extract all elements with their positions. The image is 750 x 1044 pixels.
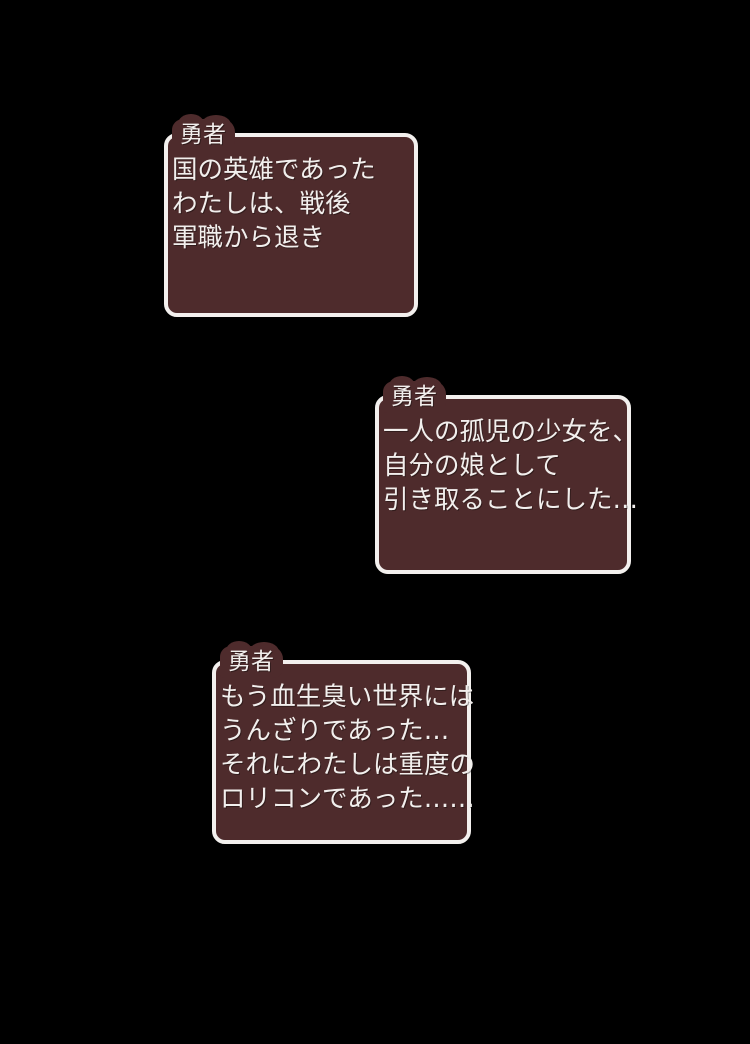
speaker-name: 勇者: [391, 384, 437, 410]
speaker-name-tag: 勇者: [172, 114, 235, 151]
dialogue-line: 一人の孤児の少女を、: [383, 417, 639, 447]
dialogue-line: 軍職から退き: [172, 223, 326, 253]
dialogue-text: もう血生臭い世界には うんざりであった… それにわたしは重度の ロリコンであった…: [220, 680, 476, 816]
dialogue-line: それにわたしは重度の: [220, 750, 476, 780]
dialogue-line: わたしは、戦後: [172, 189, 351, 219]
dialogue-line: うんざりであった…: [220, 716, 450, 746]
dialogue-box[interactable]: 勇者 もう血生臭い世界には うんざりであった… それにわたしは重度の ロリコンで…: [212, 641, 476, 844]
dialogue-text: 国の英雄であった わたしは、戦後 軍職から退き: [172, 153, 410, 255]
speaker-name: 勇者: [228, 649, 274, 675]
dialogue-line: 自分の娘として: [383, 451, 561, 481]
speaker-name: 勇者: [180, 122, 226, 148]
dialogue-line: 引き取ることにした…: [383, 485, 639, 515]
dialogue-text: 一人の孤児の少女を、 自分の娘として 引き取ることにした…: [383, 415, 639, 517]
dialogue-line: 国の英雄であった: [172, 155, 376, 185]
speaker-name-tag: 勇者: [383, 376, 446, 413]
speaker-name-tag: 勇者: [220, 641, 283, 678]
dialogue-box[interactable]: 勇者 一人の孤児の少女を、 自分の娘として 引き取ることにした…: [375, 376, 639, 574]
dialogue-box[interactable]: 勇者 国の英雄であった わたしは、戦後 軍職から退き: [164, 114, 418, 317]
dialogue-line: ロリコンであった……: [220, 784, 475, 814]
dialogue-line: もう血生臭い世界には: [220, 682, 475, 712]
